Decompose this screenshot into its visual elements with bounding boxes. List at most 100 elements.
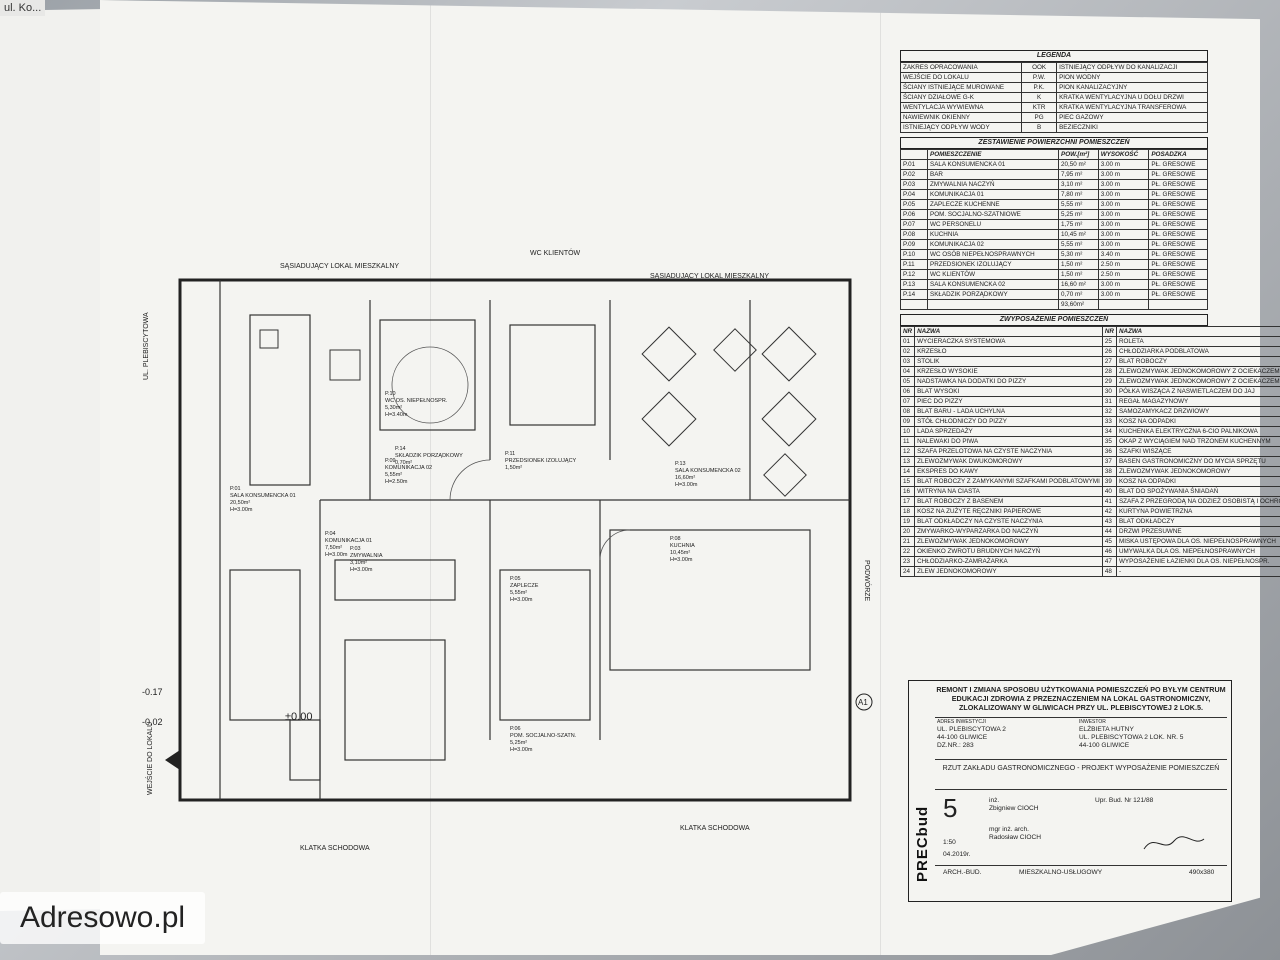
assistant-name: Radosław CIOCH (989, 834, 1042, 841)
plan-room-h: H=3.00m (350, 567, 373, 573)
room-h: 3.00 m (1097, 199, 1150, 210)
sheet-number: 5 (943, 793, 958, 823)
assistant-title: mgr inż. arch. (989, 826, 1029, 833)
equipment-name: BLAT BARU - LADA UCHYLNA (914, 406, 1103, 417)
room-f: PŁ. GRESOWE (1148, 269, 1208, 280)
rooms-header-floor: POSADZKA (1148, 149, 1208, 160)
plan-room-name: KUCHNIA (670, 543, 695, 549)
assistant-block: mgr inż. arch. Radosław CIOCH (989, 826, 1041, 842)
designer-block: inż. Zbigniew CIOCH (989, 797, 1038, 813)
equipment-nr: 01 (899, 336, 916, 347)
rooms-header-area: POW.[m²] (1058, 149, 1099, 160)
address-block: UL. PLEBISCYTOWA 2 44-100 GLIWICE DZ.NR.… (937, 726, 1006, 750)
equipment-nr2: 40 (1101, 486, 1117, 497)
plan-room-h: H=3.00m (675, 482, 698, 488)
legend-symbol-label: WENTYLACJA WYWIEWNA (899, 102, 1023, 113)
equipment-name: SZAFA PRZELOTOWA NA CZYSTE NACZYNIA (914, 446, 1103, 457)
room-id: P.08 (900, 229, 928, 240)
equipment-nr2: 38 (1101, 466, 1117, 477)
room-id: P.10 (900, 249, 928, 260)
plan-label-neighbor-left: SĄSIADUJĄCY LOKAL MIESZKALNY (280, 263, 399, 270)
equipment-name2: CHŁODZIARKA PODBLATOWA (1115, 346, 1280, 357)
legend-description: KRATKA WENTYLACYJNA TRANSFEROWA (1056, 102, 1208, 113)
equipment-name2: SZAFA Z PRZEGRODĄ NA ODZIEŻ OSOBISTĄ I O… (1115, 496, 1280, 507)
equipment-nr2: 46 (1101, 546, 1117, 557)
equipment-nr: 15 (899, 476, 916, 487)
room-id: P.13 (900, 279, 928, 290)
room-name: KOMUNIKACJA 01 (926, 189, 1060, 200)
equipment-name2: KOSZ NA ODPADKI (1115, 476, 1280, 487)
plan-room-area: 10,45m² (670, 550, 690, 556)
plan-room-name: WC OS. NIEPEŁNOSPR. (385, 398, 448, 404)
plan-label-level: ±0.00 (285, 711, 312, 723)
equipment-name2: DRZWI PRZESUWNE (1115, 526, 1280, 537)
plan-room-area: 0,70m² (395, 460, 412, 466)
room-f: PŁ. GRESOWE (1148, 249, 1208, 260)
equipment-name: ZLEWOZMYWAK DWUKOMOROWY (914, 456, 1103, 467)
room-f: PŁ. GRESOWE (1148, 279, 1208, 290)
equipment-nr: 04 (899, 366, 916, 377)
equipment-nr2: 26 (1101, 346, 1117, 357)
equip-header-name: NAZWA (914, 326, 1103, 337)
room-id: P.09 (900, 239, 928, 250)
rooms-header-height: WYSOKOŚĆ (1097, 149, 1150, 160)
equipment-name: BLAT ROBOCZY Z ZAMYKANYMI SZAFKAMI PODBL… (914, 476, 1103, 487)
equipment-name: OKIENKO ZWROTU BRUDNYCH NACZYŃ (914, 546, 1103, 557)
plan-room-area: 5,30m² (385, 405, 402, 411)
room-name: WC OSÓB NIEPEŁNOSPRAWNYCH (926, 249, 1060, 260)
designer-title: inż. (989, 797, 1000, 804)
equipment-name: ZMYWARKO-WYPARZARKA DO NACZYŃ (914, 526, 1103, 537)
address-line-2: 44-100 GLIWICE (937, 734, 988, 741)
equipment-nr2: 45 (1101, 536, 1117, 547)
room-f: PŁ. GRESOWE (1148, 179, 1208, 190)
legend-code: P.K. (1021, 82, 1058, 93)
plan-room-name: ZAPLECZE (510, 583, 539, 589)
room-f: PŁ. GRESOWE (1148, 239, 1208, 250)
plan-room-id: P.14 (395, 446, 406, 452)
equipment-nr: 21 (899, 536, 916, 547)
investor-line-2: UL. PLEBISCYTOWA 2 LOK. NR. 5 (1079, 734, 1184, 741)
room-h: 3.00 m (1097, 189, 1150, 200)
legend-title: LEGENDA (900, 50, 1208, 62)
equipment-name2: MISKA USTĘPOWA DLA OS. NIEPEŁNOSPRAWNYCH (1115, 536, 1280, 547)
plan-room-area: 3,10m² (350, 560, 367, 566)
legend-symbol-label: ŚCIANY DZIAŁOWE G-K (899, 92, 1023, 103)
equipment-nr2: 32 (1101, 406, 1117, 417)
project-title: REMONT I ZMIANA SPOSOBU UŻYTKOWANIA POMI… (936, 685, 1226, 712)
room-id: P.04 (900, 189, 928, 200)
room-area: 10,45 m² (1058, 229, 1099, 240)
plan-room-name: KOMUNIKACJA 02 (385, 465, 432, 471)
room-h: 3.00 m (1097, 279, 1150, 290)
legend-symbol-label: WEJŚCIE DO LOKALU (899, 72, 1023, 83)
investor-block: ELŻBIETA HUTNY UL. PLEBISCYTOWA 2 LOK. N… (1079, 726, 1183, 750)
equipment-name: KRZESŁO (914, 346, 1103, 357)
drawing-title: RZUT ZAKŁADU GASTRONOMICZNEGO - PROJEKT … (942, 765, 1220, 772)
equipment-name2: BLAT ODKŁADCZY (1115, 516, 1280, 527)
equipment-name2: ZLEWOZMYWAK JEDNOKOMOROWY (1115, 466, 1280, 477)
room-name: ZAPLECZE KUCHENNE (926, 199, 1060, 210)
room-h: 3.00 m (1097, 219, 1150, 230)
rooms-total: 93,60m² (1058, 299, 1099, 310)
equipment-name2: REGAŁ MAGAZYNOWY (1115, 396, 1280, 407)
room-f: PŁ. GRESOWE (1148, 289, 1208, 300)
legend-code: KTR (1021, 102, 1058, 113)
equipment-nr: 17 (899, 496, 916, 507)
plan-room-h: H=2.50m (385, 479, 408, 485)
